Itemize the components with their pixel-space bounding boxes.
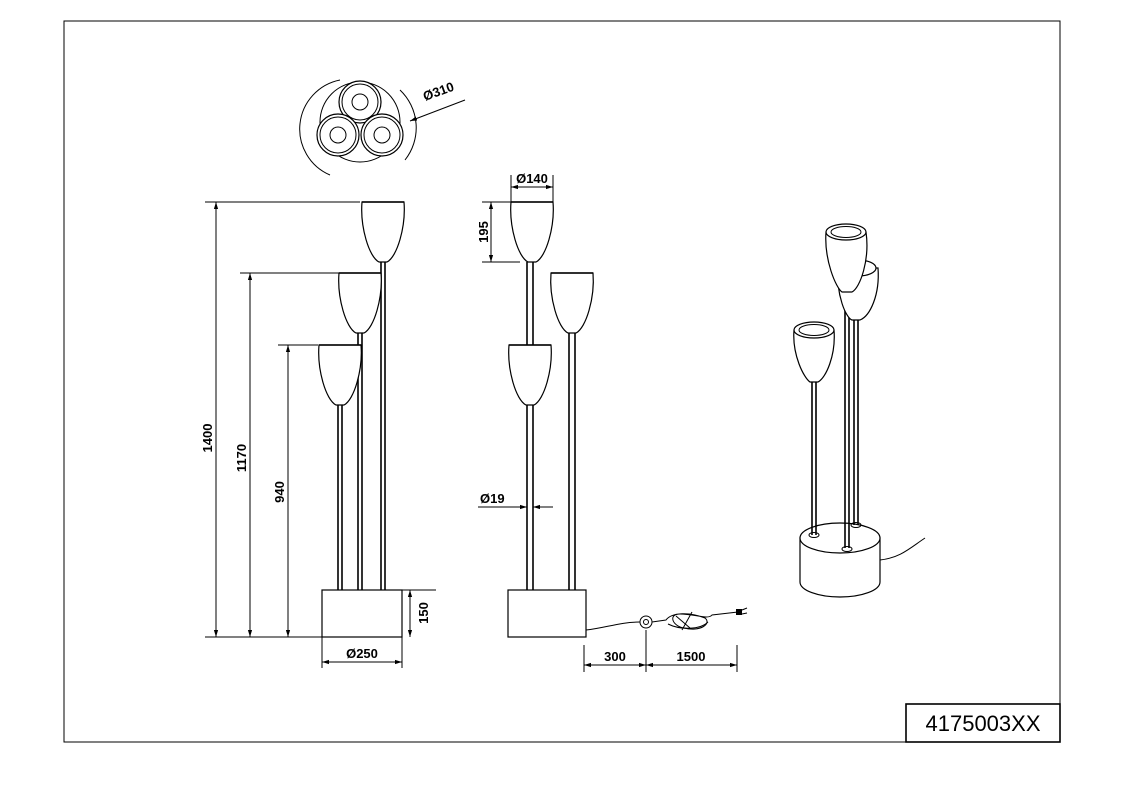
perspective-view: [793, 223, 926, 598]
drawing-frame: [63, 20, 1061, 743]
shade-height-label: 195: [476, 221, 491, 243]
rod-diameter-label: Ø19: [480, 491, 505, 506]
height-940-label: 940: [272, 481, 287, 503]
cable-300-label: 300: [604, 649, 626, 664]
top-view: Ø310: [299, 79, 466, 176]
title-block: 4175003XX: [905, 703, 1061, 743]
side-view: Ø140 195 Ø19 300 1500: [476, 171, 748, 672]
shade-diameter-label: Ø140: [516, 171, 548, 186]
top-diameter-label: Ø310: [421, 79, 456, 104]
base-diameter-label: Ø250: [346, 646, 378, 661]
product-code: 4175003XX: [926, 711, 1041, 736]
base-height-label: 150: [416, 602, 431, 624]
cable-1500-label: 1500: [677, 649, 706, 664]
height-1170-label: 1170: [234, 444, 249, 472]
front-view: 1400 1170 940 150 Ø250: [200, 201, 436, 668]
height-1400-label: 1400: [200, 424, 215, 453]
